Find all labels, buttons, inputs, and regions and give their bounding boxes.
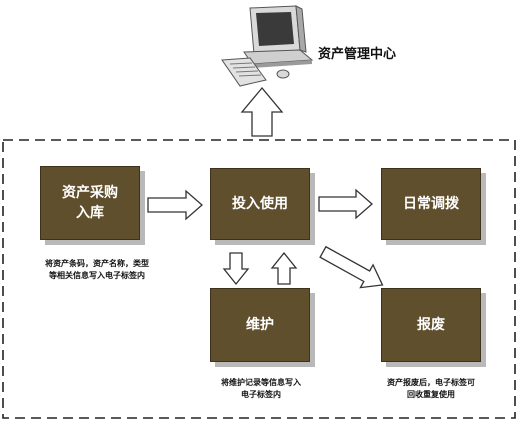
asset-management-center-label: 资产管理中心 bbox=[318, 47, 397, 62]
computer-icon bbox=[221, 5, 314, 87]
node-daily-dispatch: 日常调拨 bbox=[381, 168, 481, 240]
node-purchase-inbound: 资产采购 入库 bbox=[40, 166, 140, 240]
node-scrap: 报废 bbox=[381, 288, 481, 362]
node-maintenance: 维护 bbox=[210, 288, 310, 362]
arrow-use-to-maintain bbox=[222, 252, 250, 286]
arrow-purchase-to-use bbox=[147, 189, 203, 221]
arrow-maintain-to-use bbox=[270, 251, 298, 285]
note-maintenance: 将维护记录等信息写入 电子标签内 bbox=[221, 378, 301, 399]
arrow-up-to-center bbox=[240, 86, 284, 137]
arrow-use-to-dispatch bbox=[318, 188, 373, 220]
system-boundary bbox=[2, 139, 516, 419]
node-put-into-use: 投入使用 bbox=[210, 168, 310, 240]
note-scrap: 资产报废后，电子标签可 回收重复使用 bbox=[387, 378, 475, 399]
note-purchase: 将资产条码，资产名称，类型 等相关信息写入电子标签内 bbox=[45, 259, 149, 280]
arrow-use-to-scrap bbox=[319, 245, 384, 289]
